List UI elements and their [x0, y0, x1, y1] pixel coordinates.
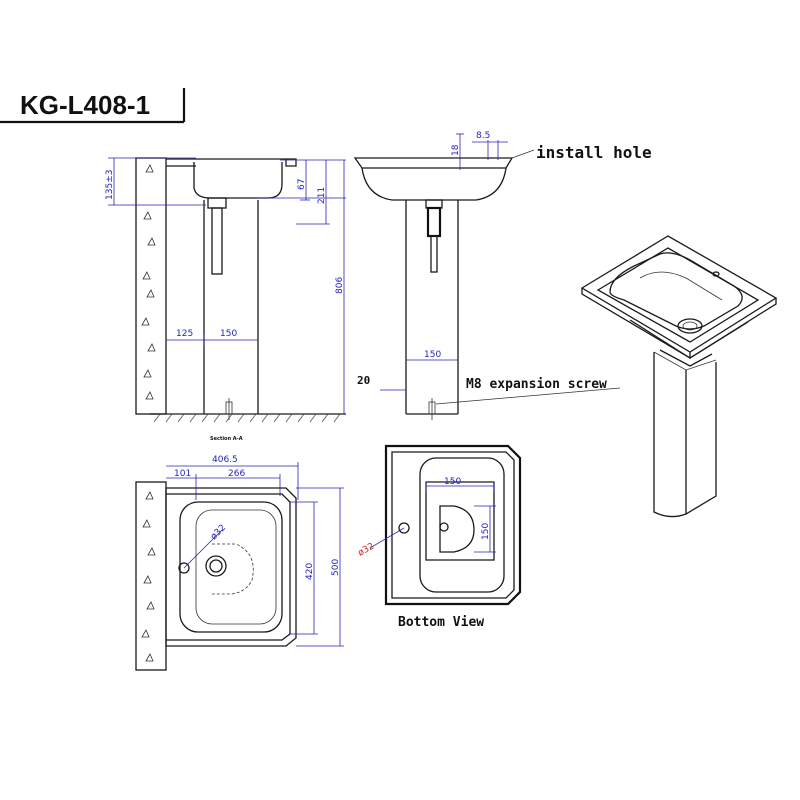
- isometric-view: [580, 235, 778, 518]
- dim-101: 101: [174, 469, 191, 479]
- side-section-view: 135±3 67 211 806 125 150 Section A-A: [105, 157, 346, 442]
- dim-806: 806: [335, 277, 345, 294]
- dim-18: 18: [451, 144, 461, 156]
- dim-150: 150: [220, 329, 237, 339]
- bottom-view: 150 150 ø32 Bottom View: [357, 444, 522, 630]
- drawing-title: KG-L408-1: [20, 90, 150, 120]
- dim-bottom-150a: 150: [444, 477, 461, 487]
- dim-bottom-150b: 150: [481, 523, 491, 540]
- dim-125: 125: [176, 329, 193, 339]
- dim-phi32-top: ø32: [209, 523, 228, 542]
- dim-211: 211: [317, 187, 327, 204]
- dim-406-5: 406.5: [212, 455, 238, 465]
- front-view: 18 8.5 150 20 install hole M8 expansion …: [353, 131, 652, 420]
- dim-135: 135±3: [105, 170, 115, 200]
- install-hole-label: install hole: [536, 143, 652, 162]
- title-block: KG-L408-1: [0, 88, 186, 124]
- dim-266: 266: [228, 469, 245, 479]
- dim-500: 500: [331, 559, 341, 576]
- dim-420: 420: [305, 563, 315, 580]
- dim-20: 20: [357, 374, 370, 387]
- expansion-screw-label: M8 expansion screw: [466, 377, 607, 392]
- dim-phi32-bottom: ø32: [357, 541, 377, 558]
- dim-8-5: 8.5: [476, 131, 490, 141]
- bottom-view-label: Bottom View: [398, 615, 484, 630]
- section-label: Section A-A: [210, 436, 243, 442]
- dim-67: 67: [297, 179, 307, 190]
- top-view: 406.5 101 266 420 500 ø32: [135, 455, 344, 671]
- dim-front-150: 150: [424, 350, 441, 360]
